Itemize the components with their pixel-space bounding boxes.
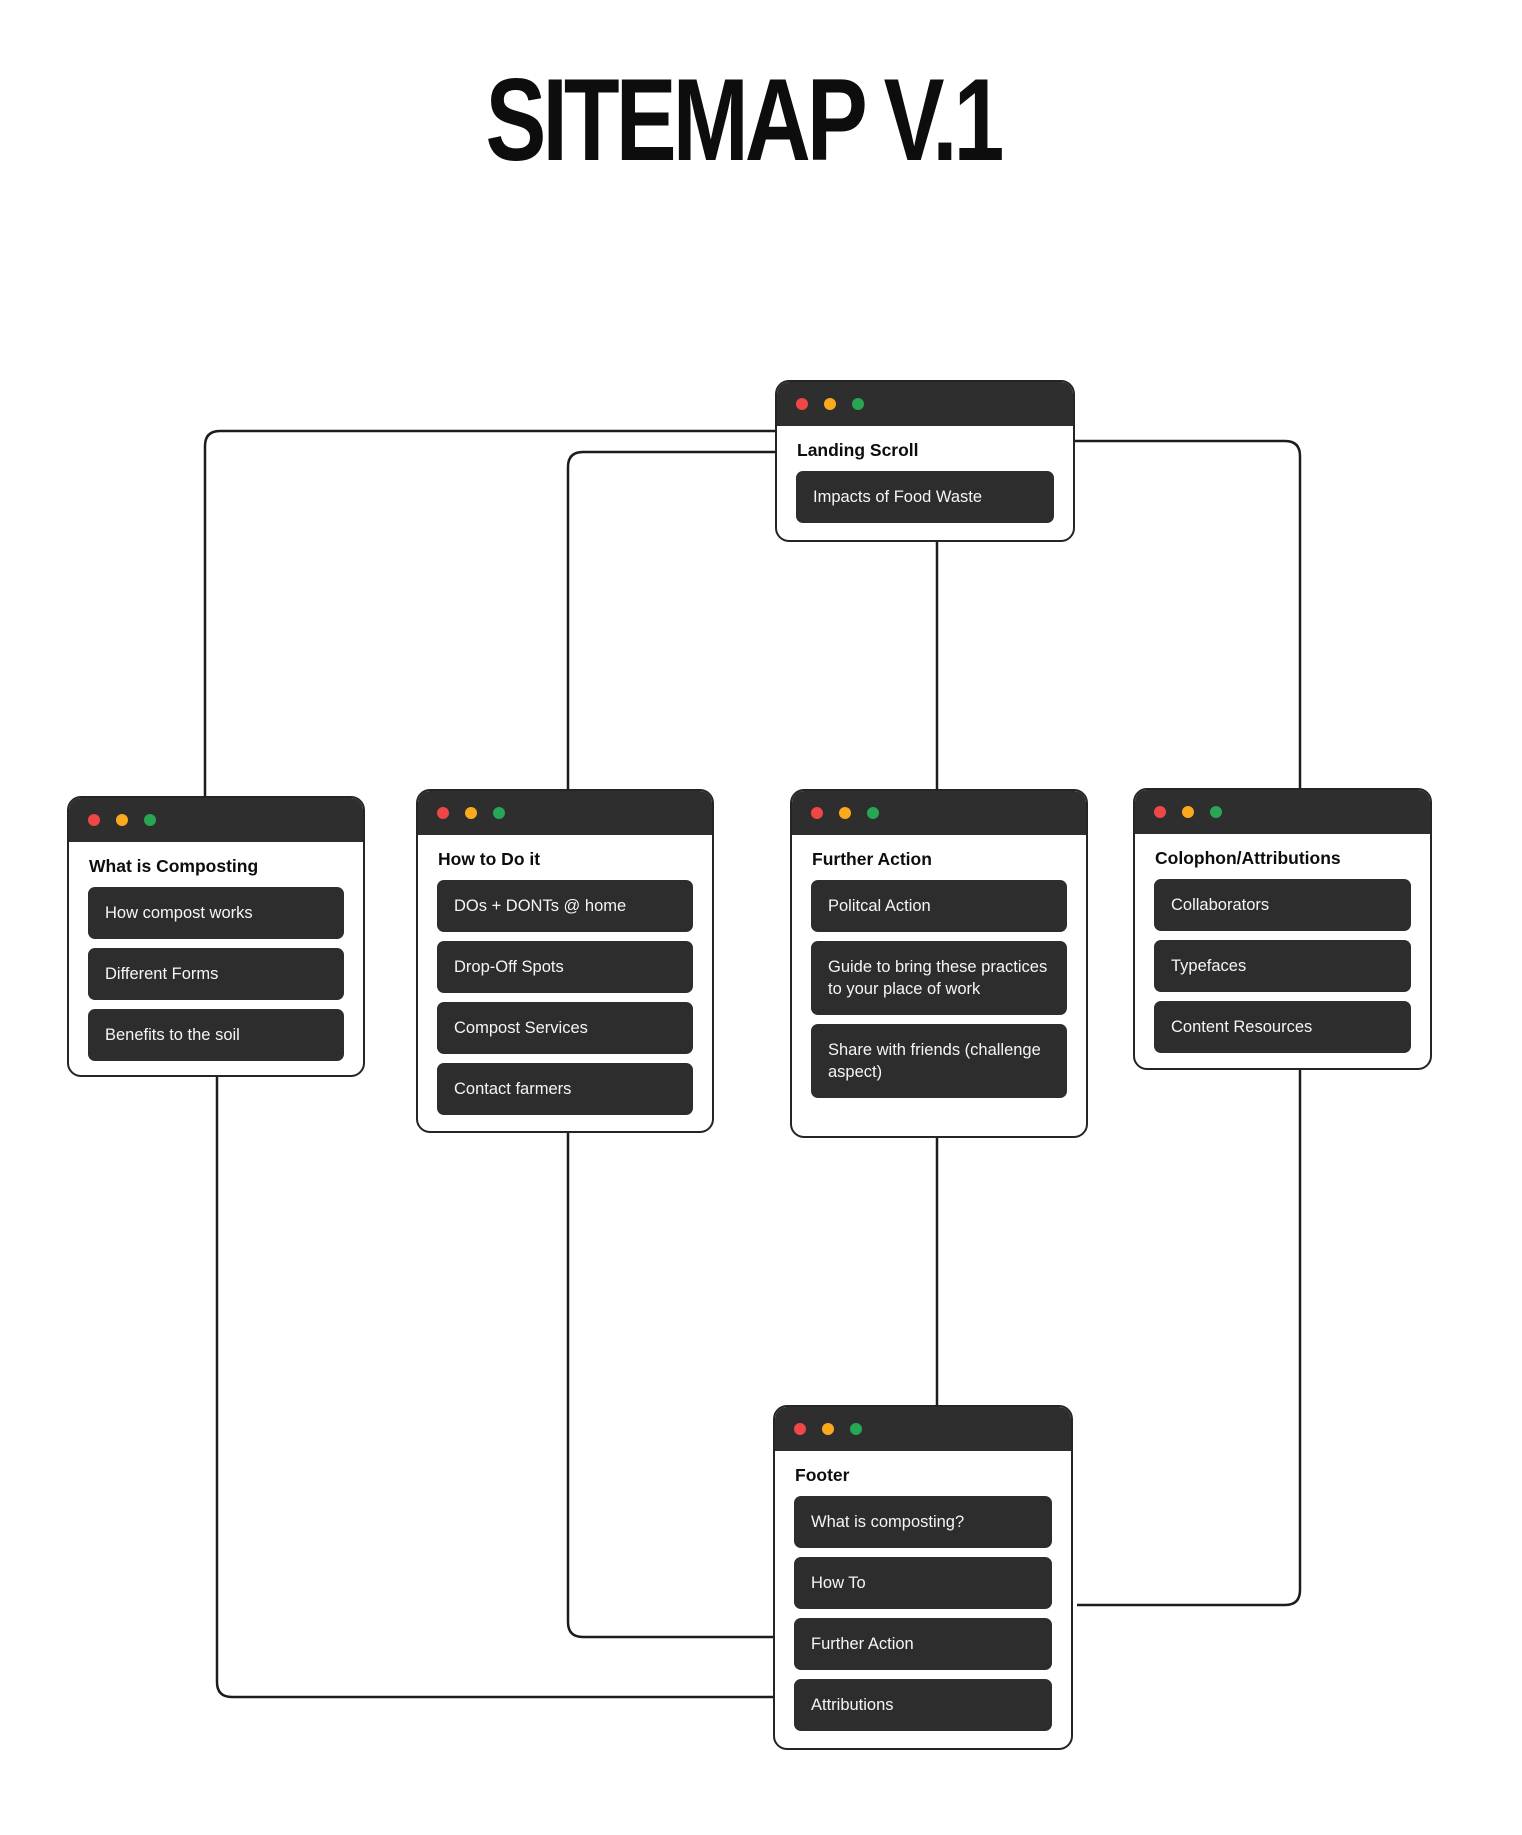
traffic-light-minimize-icon	[839, 807, 851, 819]
traffic-light-minimize-icon	[465, 807, 477, 819]
page-title: SITEMAP V.1	[485, 54, 1004, 185]
nav-item: Contact farmers	[437, 1063, 693, 1115]
window-card-landing-scroll: Landing Scroll Impacts of Food Waste	[775, 380, 1075, 542]
traffic-light-minimize-icon	[116, 814, 128, 826]
card-title: How to Do it	[438, 849, 541, 869]
traffic-light-minimize-icon	[822, 1423, 834, 1435]
nav-item: Typefaces	[1154, 940, 1411, 992]
traffic-light-zoom-icon	[144, 814, 156, 826]
nav-item: Collaborators	[1154, 879, 1411, 931]
traffic-light-zoom-icon	[867, 807, 879, 819]
nav-item: Politcal Action	[811, 880, 1067, 932]
nav-item: How To	[794, 1557, 1052, 1609]
window-titlebar	[777, 382, 1073, 426]
nav-item: Benefits to the soil	[88, 1009, 344, 1061]
traffic-light-zoom-icon	[1210, 806, 1222, 818]
nav-item: Compost Services	[437, 1002, 693, 1054]
nav-item: Drop-Off Spots	[437, 941, 693, 993]
traffic-light-minimize-icon	[1182, 806, 1194, 818]
window-titlebar	[1135, 790, 1430, 834]
card-title: Footer	[795, 1465, 850, 1485]
connector-how-to-footer	[566, 1129, 777, 1639]
card-item-list: How compost works Different Forms Benefi…	[69, 887, 363, 1075]
nav-item: Guide to bring these practices to your p…	[811, 941, 1067, 1015]
window-titlebar	[69, 798, 363, 842]
card-item-list: Politcal Action Guide to bring these pra…	[792, 880, 1086, 1114]
window-card-colophon-attributions: Colophon/Attributions Collaborators Type…	[1133, 788, 1432, 1070]
card-item-list: Impacts of Food Waste	[777, 471, 1073, 539]
traffic-light-zoom-icon	[850, 1423, 862, 1435]
traffic-light-zoom-icon	[852, 398, 864, 410]
nav-item: Attributions	[794, 1679, 1052, 1731]
window-card-how-to-do-it: How to Do it DOs + DONTs @ home Drop-Off…	[416, 789, 714, 1133]
nav-item: Share with friends (challenge aspect)	[811, 1024, 1067, 1098]
traffic-light-minimize-icon	[824, 398, 836, 410]
connector-landing-to-what	[203, 429, 775, 800]
window-titlebar	[775, 1407, 1071, 1451]
nav-item: DOs + DONTs @ home	[437, 880, 693, 932]
traffic-light-close-icon	[794, 1423, 806, 1435]
nav-item: What is composting?	[794, 1496, 1052, 1548]
nav-item: Impacts of Food Waste	[796, 471, 1054, 523]
traffic-light-close-icon	[796, 398, 808, 410]
card-title: What is Composting	[89, 856, 259, 876]
traffic-light-close-icon	[437, 807, 449, 819]
traffic-light-zoom-icon	[493, 807, 505, 819]
connector-landing-to-colophon	[1075, 439, 1302, 792]
window-card-footer: Footer What is composting? How To Furthe…	[773, 1405, 1073, 1750]
window-titlebar	[418, 791, 712, 835]
connector-what-to-footer	[215, 1073, 777, 1699]
nav-item: How compost works	[88, 887, 344, 939]
card-title: Landing Scroll	[797, 440, 919, 460]
traffic-light-close-icon	[811, 807, 823, 819]
card-item-list: DOs + DONTs @ home Drop-Off Spots Compos…	[418, 880, 712, 1131]
window-card-further-action: Further Action Politcal Action Guide to …	[790, 789, 1088, 1138]
nav-item: Different Forms	[88, 948, 344, 1000]
connector-landing-to-how	[566, 450, 775, 793]
nav-item: Further Action	[794, 1618, 1052, 1670]
connector-colophon-to-footer	[1077, 1066, 1302, 1607]
traffic-light-close-icon	[1154, 806, 1166, 818]
traffic-light-close-icon	[88, 814, 100, 826]
nav-item: Content Resources	[1154, 1001, 1411, 1053]
card-title: Colophon/Attributions	[1155, 848, 1341, 868]
window-titlebar	[792, 791, 1086, 835]
card-item-list: What is composting? How To Further Actio…	[775, 1496, 1071, 1747]
card-title: Further Action	[812, 849, 932, 869]
card-item-list: Collaborators Typefaces Content Resource…	[1135, 879, 1430, 1068]
window-card-what-is-composting: What is Composting How compost works Dif…	[67, 796, 365, 1077]
